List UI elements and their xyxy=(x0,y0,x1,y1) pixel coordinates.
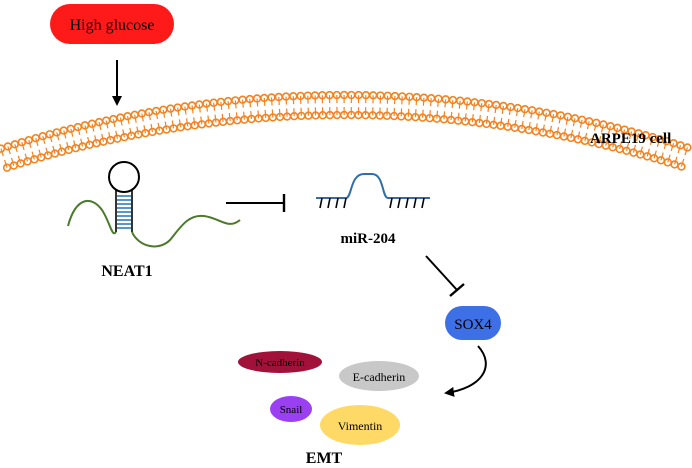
sox4-to-emt-arrow xyxy=(444,345,487,397)
high-glucose-pill xyxy=(50,4,174,44)
neat1-label: NEAT1 xyxy=(101,263,152,280)
seed-tick xyxy=(335,197,339,209)
seed-tick xyxy=(327,197,331,209)
seed-tick xyxy=(421,197,425,209)
emt-marker-snail: Snail xyxy=(270,396,312,422)
neat1-inhibits-mir204 xyxy=(226,194,286,212)
sox4-node: SOX4 xyxy=(445,306,501,340)
e-cadherin-label: E-cadherin xyxy=(353,370,406,384)
emt-marker-e-cadherin: E-cadherin xyxy=(339,361,419,391)
high-glucose-node: High glucose xyxy=(50,4,174,44)
snail-label: Snail xyxy=(280,404,303,416)
vimentin-label: Vimentin xyxy=(338,419,383,433)
seed-tick xyxy=(343,197,347,209)
seed-tick xyxy=(413,197,417,209)
mir204-molecule xyxy=(316,173,430,209)
mir204-inhibits-sox4 xyxy=(425,255,465,297)
seed-tick xyxy=(397,197,401,209)
cell-membrane xyxy=(0,90,692,172)
hairpin-loop xyxy=(108,161,140,193)
mir204-seed-ticks xyxy=(319,197,425,209)
seed-tick xyxy=(319,197,323,209)
emt-marker-n-cadherin: N-cadherin xyxy=(238,351,322,373)
emt-label: EMT xyxy=(306,450,343,467)
stem-base-pairs xyxy=(117,195,131,229)
sox4-pill xyxy=(445,306,501,340)
seed-tick xyxy=(389,197,393,209)
high-glucose-label: High glucose xyxy=(70,17,155,34)
emt-marker-vimentin: Vimentin xyxy=(320,405,400,445)
mir204-label: miR-204 xyxy=(341,231,396,247)
cell-label: ARPE19 cell xyxy=(590,131,671,147)
neat1-strand xyxy=(67,200,241,248)
mir204-strand xyxy=(316,173,430,199)
seed-tick xyxy=(405,197,409,209)
sox4-label: SOX4 xyxy=(454,317,492,333)
n-cadherin-label: N-cadherin xyxy=(255,357,305,369)
neat1-rna xyxy=(67,161,241,248)
